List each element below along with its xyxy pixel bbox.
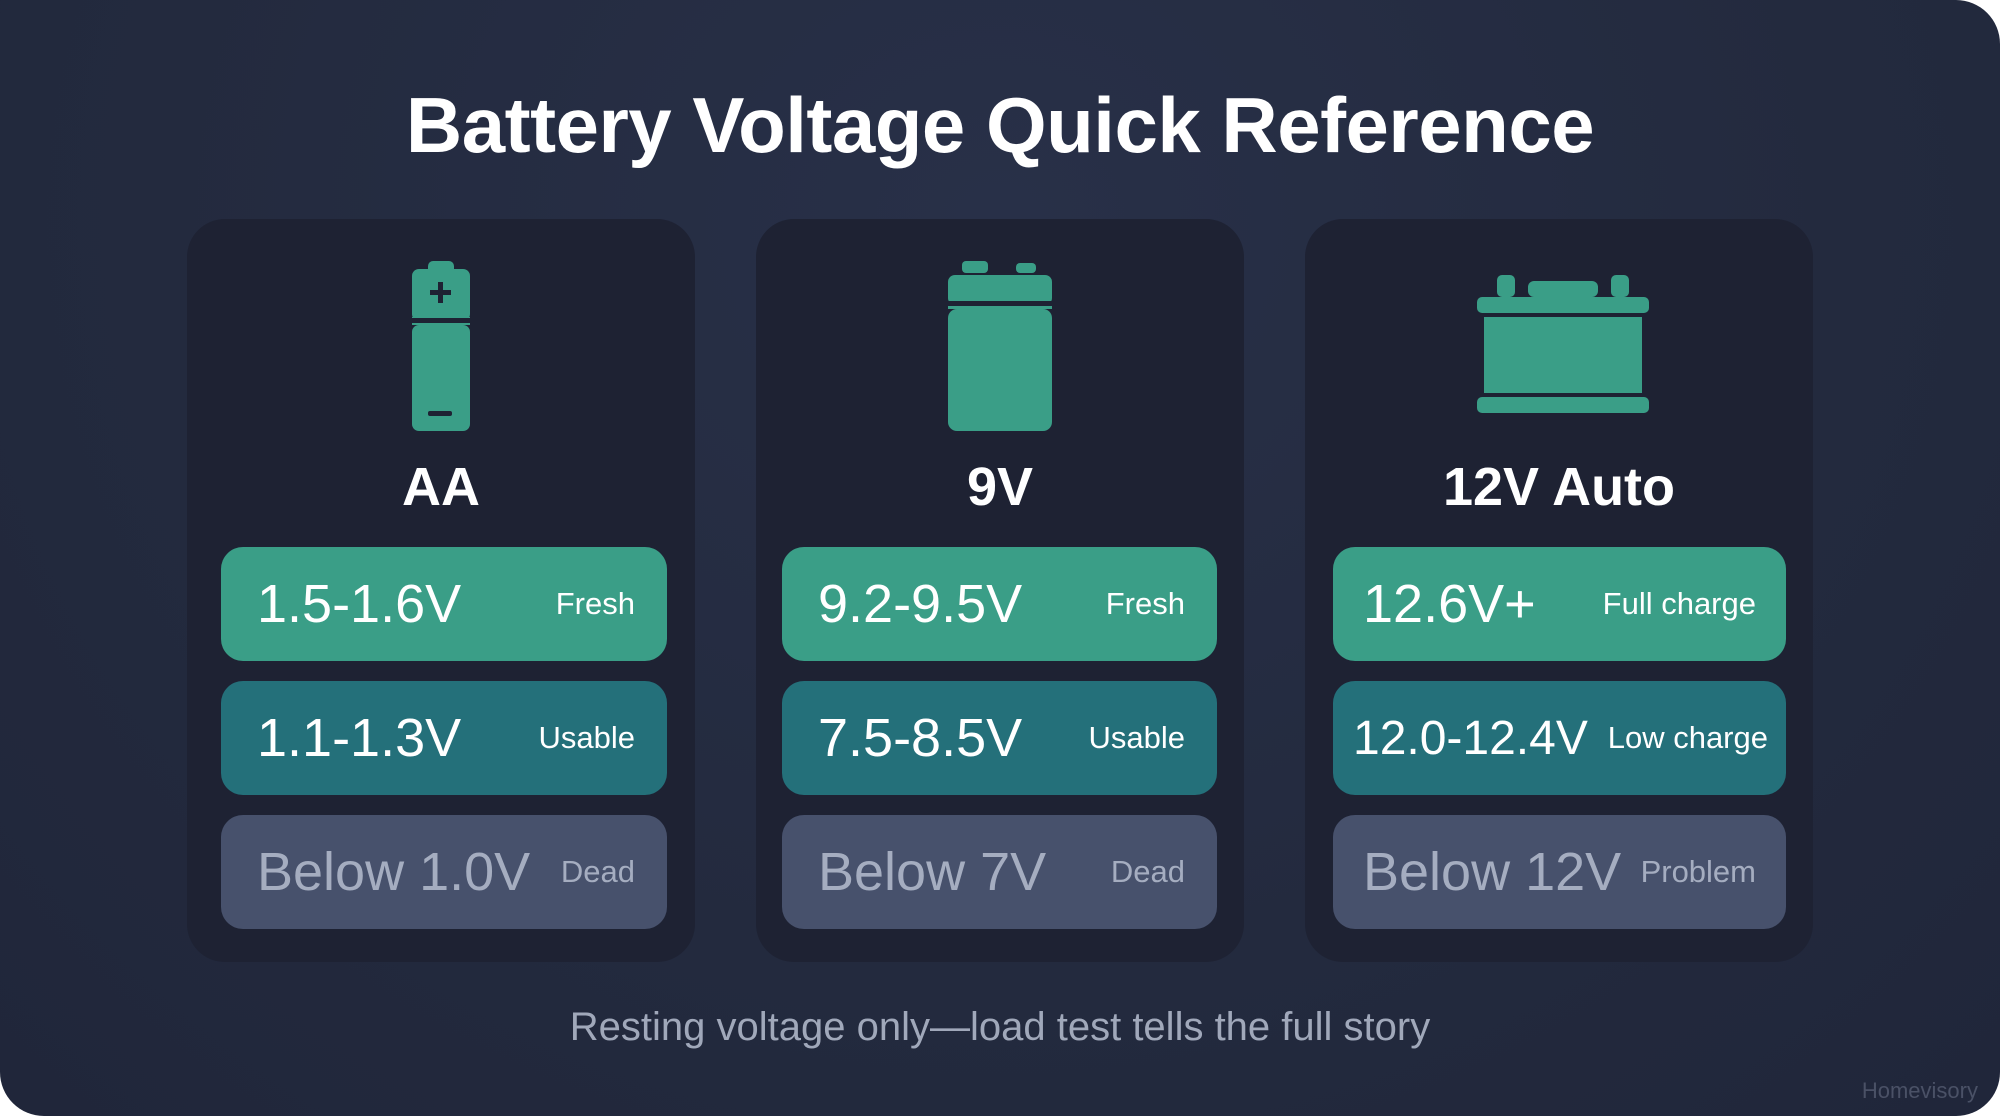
voltage-value: Below 12V xyxy=(1363,842,1622,902)
status-label: Fresh xyxy=(555,586,635,621)
voltage-row-fresh: 9.2-9.5V Fresh xyxy=(782,547,1217,661)
watermark: Homevisory xyxy=(1861,1078,1978,1103)
footer-note: Resting voltage only—load test tells the… xyxy=(569,1005,1431,1049)
voltage-value: 1.1-1.3V xyxy=(257,708,462,768)
9v-battery-icon xyxy=(948,261,1052,431)
aa-battery-icon xyxy=(412,261,470,431)
status-label: Dead xyxy=(1110,854,1185,889)
card-label: 9V xyxy=(966,457,1034,517)
voltage-row-dead: Below 1.0V Dead xyxy=(221,815,667,929)
card-9v: 9V 9.2-9.5V Fresh 7.5-8.5V Usable Below … xyxy=(756,219,1244,962)
voltage-value: 12.0-12.4V xyxy=(1353,711,1588,765)
card-label: 12V Auto xyxy=(1442,457,1676,517)
status-label: Low charge xyxy=(1607,720,1768,755)
status-label: Usable xyxy=(1088,720,1186,755)
voltage-row-full: 12.6V+ Full charge xyxy=(1333,547,1786,661)
voltage-value: Below 7V xyxy=(818,842,1047,902)
status-label: Problem xyxy=(1640,854,1756,889)
card-label: AA xyxy=(402,457,480,517)
voltage-value: 1.5-1.6V xyxy=(257,574,462,634)
status-label: Usable xyxy=(538,720,636,755)
voltage-value: Below 1.0V xyxy=(257,842,531,902)
voltage-value: 7.5-8.5V xyxy=(818,708,1023,768)
voltage-row-fresh: 1.5-1.6V Fresh xyxy=(221,547,667,661)
voltage-value: 9.2-9.5V xyxy=(818,574,1023,634)
page-title: Battery Voltage Quick Reference xyxy=(405,81,1595,169)
card-12v-auto: 12V Auto 12.6V+ Full charge 12.0-12.4V L… xyxy=(1305,219,1813,962)
status-label: Fresh xyxy=(1105,586,1185,621)
voltage-row-usable: 7.5-8.5V Usable xyxy=(782,681,1217,795)
car-battery-icon xyxy=(1477,275,1649,413)
status-label: Dead xyxy=(560,854,635,889)
voltage-value: 12.6V+ xyxy=(1363,574,1536,634)
voltage-row-dead: Below 7V Dead xyxy=(782,815,1217,929)
status-label: Full charge xyxy=(1602,586,1756,621)
card-aa: AA 1.5-1.6V Fresh 1.1-1.3V Usable Below … xyxy=(187,219,695,962)
voltage-row-usable: 1.1-1.3V Usable xyxy=(221,681,667,795)
voltage-row-low: 12.0-12.4V Low charge xyxy=(1333,681,1786,795)
voltage-row-problem: Below 12V Problem xyxy=(1333,815,1786,929)
